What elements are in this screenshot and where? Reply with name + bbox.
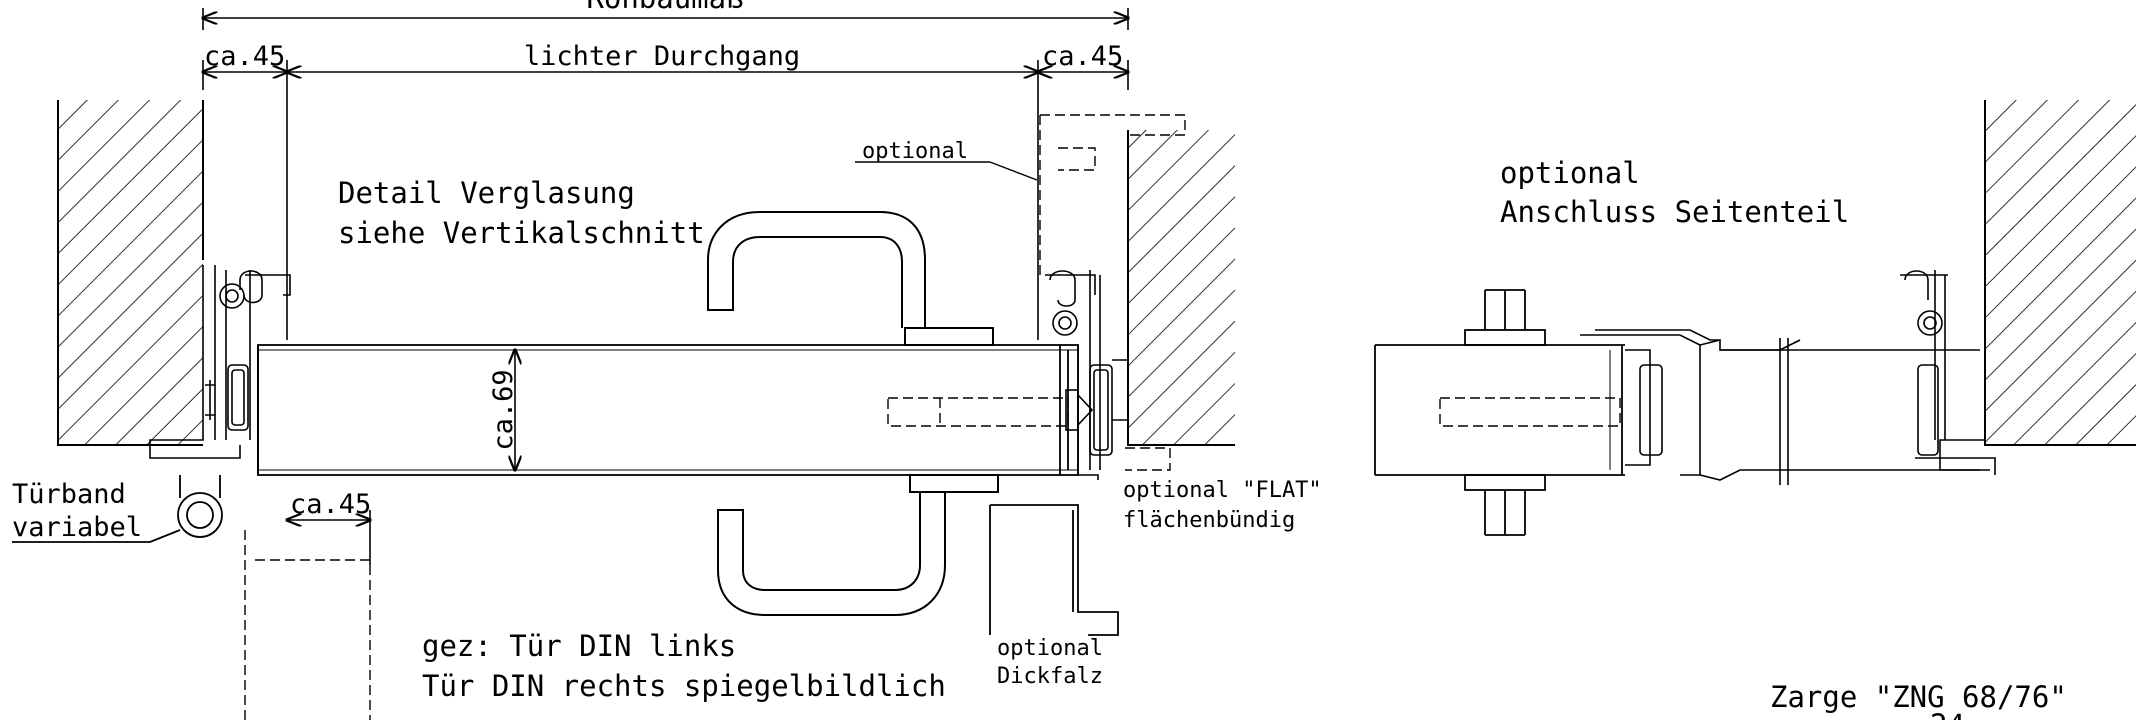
optional-frame-extension xyxy=(1039,114,1186,471)
tuerband-line1: Türband xyxy=(12,479,126,510)
tuerband-line2: variabel xyxy=(12,512,142,543)
lock-bolt xyxy=(887,397,1069,427)
right-wall xyxy=(1127,130,1235,446)
detail-line1: Detail Verglasung xyxy=(338,176,635,210)
dimension-second-row xyxy=(203,60,1128,340)
dickfalz-line1: optional xyxy=(997,636,1103,661)
ca69-label: ca.69 xyxy=(488,369,519,450)
door-leaf xyxy=(257,344,1079,476)
left-wall xyxy=(57,100,204,446)
ca45-right-label: ca.45 xyxy=(1042,41,1123,72)
side-panel-frame xyxy=(1580,329,1980,485)
detail-line2: siehe Vertikalschnitt xyxy=(338,216,705,250)
side-panel-right-frame xyxy=(1900,270,1996,475)
strike-plate xyxy=(1065,389,1094,431)
right-frame-profile xyxy=(1045,270,1140,480)
flat-line1: optional "FLAT" xyxy=(1123,478,1322,503)
flat-line2: flächenbündig xyxy=(1123,508,1295,533)
side-panel-bolt xyxy=(1439,397,1621,427)
ca45-left-label: ca.45 xyxy=(204,41,285,72)
rohbaumass-label: Rohbaumaß xyxy=(586,0,743,15)
optional-leader xyxy=(989,161,1038,181)
dickfalz-line2: Dickfalz xyxy=(997,664,1103,689)
zarge-cut-label: 24 xyxy=(1930,708,1965,720)
note-line1: gez: Tür DIN links xyxy=(422,629,736,663)
optional-top-label: optional xyxy=(862,139,968,164)
dickfalz-profile xyxy=(989,504,1119,636)
door-handle-bottom xyxy=(717,474,999,616)
left-frame-profile xyxy=(149,265,291,459)
door-handle-top xyxy=(707,211,994,346)
side-wall-right-detail xyxy=(1984,100,2136,446)
dimension-rohbaumass xyxy=(203,8,1128,30)
door-swing-dashed xyxy=(244,530,371,720)
side-panel-section xyxy=(1374,289,1625,536)
lichter-durchgang-label: lichter Durchgang xyxy=(524,41,800,72)
note-line2: Tür DIN rechts spiegelbildlich xyxy=(422,669,946,703)
zarge-label: Zarge "ZNG 68/76" xyxy=(1770,680,2067,714)
ca45-lower-label: ca.45 xyxy=(290,489,371,520)
seitenteil-line1: optional xyxy=(1500,156,1640,190)
seitenteil-line2: Anschluss Seitenteil xyxy=(1500,195,1849,229)
dimension-ca45-lower xyxy=(287,510,370,565)
hinge-symbol xyxy=(12,475,223,543)
